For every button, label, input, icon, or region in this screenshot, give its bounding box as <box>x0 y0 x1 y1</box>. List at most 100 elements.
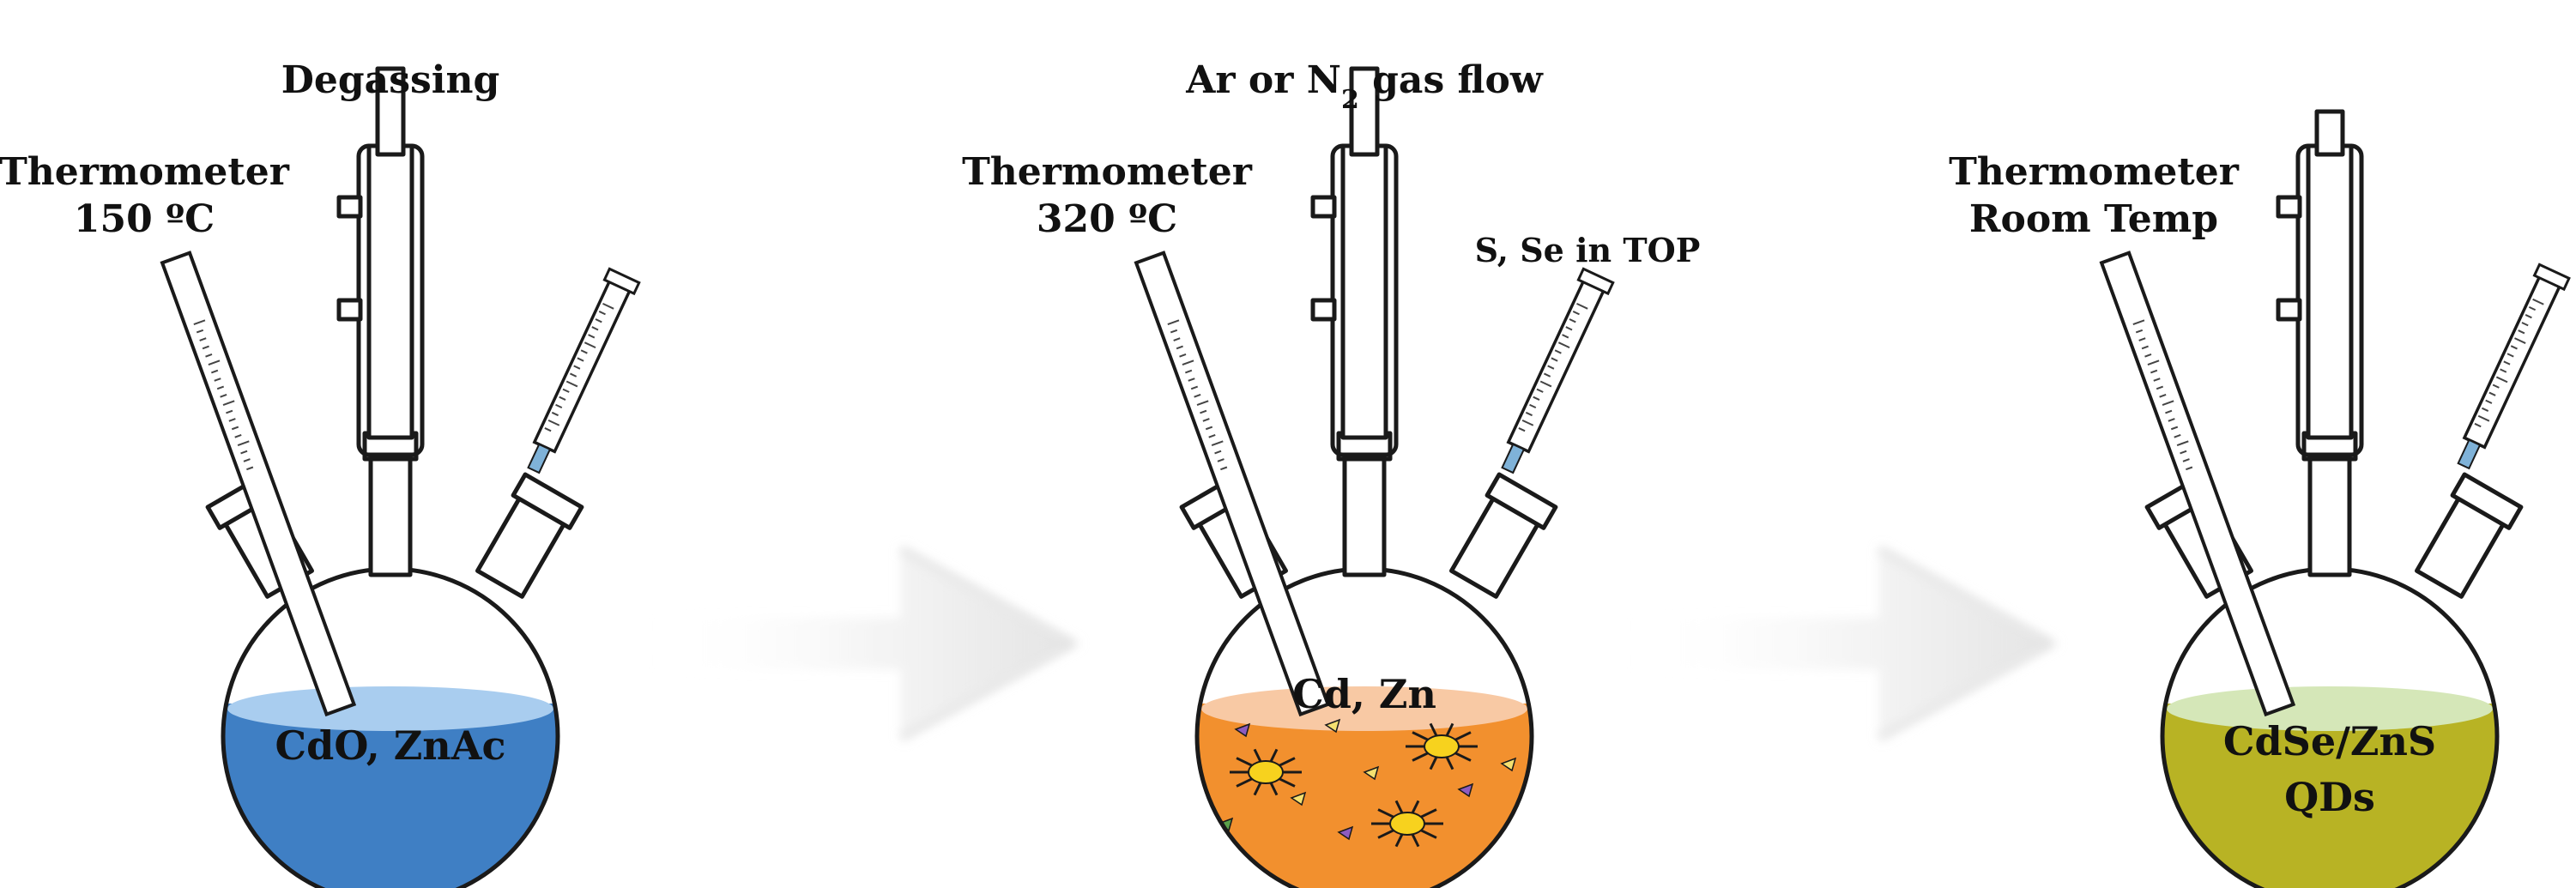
scale-tick <box>1557 341 1570 349</box>
nanocrystal-icon <box>1230 748 1302 796</box>
scale-tick <box>234 433 242 438</box>
stage-1-right-neck <box>475 472 584 599</box>
stage-3-liquid <box>2162 686 2497 888</box>
scale-tick <box>1539 380 1552 388</box>
scale-tick <box>2474 422 2482 428</box>
stage-1-thermometer <box>160 251 357 717</box>
stage-2-thermometer-label: Thermometer <box>962 150 1253 194</box>
scale-tick <box>2477 414 2490 422</box>
scale-tick <box>205 353 213 358</box>
scale-tick <box>1211 440 1224 446</box>
scale-tick <box>226 409 233 414</box>
scale-tick <box>1525 411 1533 417</box>
stage-1-liquid-label: CdO, ZnAc <box>275 722 506 769</box>
scale-tick <box>1518 427 1526 432</box>
scale-tick <box>547 419 560 426</box>
scale-tick <box>2138 337 2146 341</box>
scale-tick <box>2170 426 2179 431</box>
stage-2-liquid-surface <box>1201 686 1527 731</box>
scale-tick <box>2503 360 2511 365</box>
scale-tick <box>1182 359 1194 366</box>
stage-1-liquid <box>223 686 558 888</box>
scale-tick <box>1220 466 1228 471</box>
scale-tick <box>2176 440 2189 446</box>
scale-tick <box>555 403 563 409</box>
scale-tick <box>2132 319 2145 326</box>
scale-tick <box>562 388 570 393</box>
scale-tick <box>1176 345 1183 350</box>
stage-1-temperature-label: 150 ºC <box>74 197 215 241</box>
precursor-fragment-icon <box>1363 765 1380 781</box>
stage-1-condenser <box>336 66 425 457</box>
scale-tick <box>595 318 602 323</box>
stage-2-nanocrystals <box>1217 718 1517 848</box>
scale-tick <box>2159 393 2167 398</box>
scale-tick <box>1536 388 1544 393</box>
scale-tick <box>2165 409 2173 414</box>
scale-tick <box>1185 369 1193 374</box>
arrow-stage1-to-stage2 <box>652 546 1080 741</box>
scale-tick <box>577 357 584 362</box>
scale-tick <box>2182 458 2190 462</box>
stage-1-top-label: Degassing <box>281 58 499 102</box>
stage-2-thermometer <box>1134 251 1331 717</box>
stage-2-syringe-label: S, Se in TOP <box>1475 231 1701 269</box>
scale-tick <box>1208 433 1216 438</box>
scale-tick <box>1167 319 1180 326</box>
scale-tick <box>1217 458 1225 462</box>
scale-tick <box>588 334 596 339</box>
scale-tick <box>1569 318 1576 323</box>
scale-tick <box>2180 450 2187 455</box>
stage-2-condenser <box>1310 66 1399 457</box>
stage-1-flask-setup: Degassing Thermometer 150 ºC CdO, ZnAc <box>0 58 641 888</box>
scale-tick <box>240 450 248 455</box>
scale-tick <box>2147 359 2160 366</box>
scale-tick <box>222 400 235 407</box>
scale-tick <box>2168 418 2175 422</box>
stage-1-thermometer-label: Thermometer <box>0 150 290 194</box>
nanocrystal-icon <box>1406 722 1478 770</box>
scale-tick <box>2528 305 2537 311</box>
scale-tick <box>220 393 227 398</box>
scale-tick <box>199 337 207 341</box>
scale-tick <box>2495 376 2508 384</box>
precursor-fragment-icon <box>1457 782 1474 798</box>
scale-tick <box>2482 407 2489 412</box>
stage-2-flask-setup: Ar or N2 gas flow Thermometer 320 ºC S, … <box>962 58 1700 888</box>
scale-tick <box>2514 337 2526 344</box>
scale-tick <box>237 440 250 446</box>
scale-tick <box>1205 426 1213 431</box>
scale-tick <box>580 349 588 354</box>
scale-tick <box>1202 418 1210 422</box>
stage-3-liquid-body <box>2162 704 2497 888</box>
scale-tick <box>246 466 254 471</box>
scale-tick <box>1190 385 1199 390</box>
stage-2-right-neck <box>1449 472 1558 599</box>
scale-tick <box>1179 353 1187 358</box>
scale-tick <box>2174 433 2181 438</box>
stage-3-liquid-label-line1: CdSe/ZnS <box>2223 718 2436 764</box>
stage-2-liquid-body <box>1197 704 1532 888</box>
precursor-fragment-icon <box>1337 825 1354 841</box>
scale-tick <box>591 326 599 331</box>
scale-tick <box>2135 329 2144 334</box>
scale-tick <box>208 359 221 366</box>
scale-tick <box>598 311 606 316</box>
stage-3-liquid-label-line2: QDs <box>2284 774 2375 820</box>
scale-tick <box>2485 399 2493 404</box>
stage-1-liquid-body <box>223 704 558 888</box>
stage-3-flask-setup: Thermometer Room Temp CdSe/ZnS QDs <box>1949 109 2571 888</box>
stage-3-thermometer-label: Thermometer <box>1949 150 2240 194</box>
scale-tick <box>211 369 219 374</box>
scale-tick <box>1196 400 1209 407</box>
scale-tick <box>1521 419 1534 426</box>
scale-tick <box>2532 298 2544 305</box>
precursor-fragment-icon <box>1234 722 1251 738</box>
arrow-stage2-to-stage3 <box>1630 546 2059 741</box>
scale-tick <box>2162 400 2174 407</box>
scale-tick <box>193 319 206 326</box>
scale-tick <box>2521 322 2529 327</box>
scale-tick <box>231 426 239 431</box>
scale-tick <box>1173 337 1181 341</box>
